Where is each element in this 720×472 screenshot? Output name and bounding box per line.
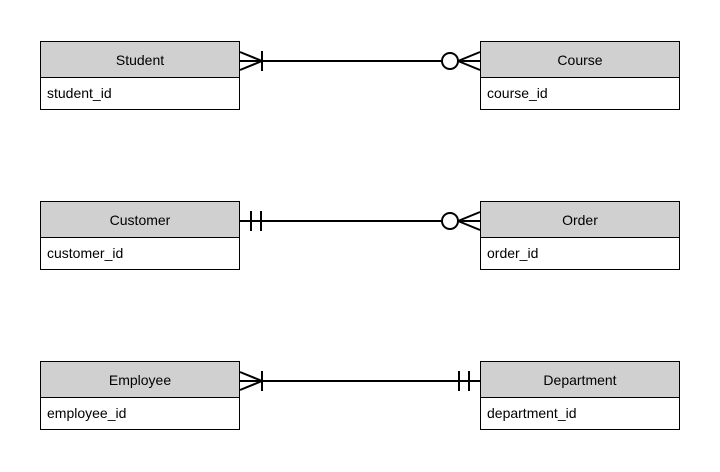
student-course-left-crowsfoot-lower bbox=[239, 60, 263, 71]
entity-attribute-student-id: student_id bbox=[41, 78, 239, 109]
entity-name-student: Student bbox=[41, 42, 239, 78]
entity-attribute-employee-id: employee_id bbox=[41, 398, 239, 429]
entity-name-course: Course bbox=[481, 42, 679, 78]
entity-box-customer[interactable]: Customer customer_id bbox=[40, 201, 240, 270]
entity-name-department: Department bbox=[481, 362, 679, 398]
entity-box-department[interactable]: Department department_id bbox=[480, 361, 680, 430]
student-course-right-crowsfoot-upper bbox=[457, 51, 481, 62]
entity-box-employee[interactable]: Employee employee_id bbox=[40, 361, 240, 430]
entity-name-customer: Customer bbox=[41, 202, 239, 238]
entity-attribute-customer-id: customer_id bbox=[41, 238, 239, 269]
customer-order-right-crowsfoot-lower bbox=[457, 220, 481, 231]
customer-order-right-zero-circle bbox=[441, 212, 459, 230]
student-course-right-zero-circle bbox=[441, 52, 459, 70]
entity-box-student[interactable]: Student student_id bbox=[40, 41, 240, 110]
entity-attribute-department-id: department_id bbox=[481, 398, 679, 429]
entity-name-employee: Employee bbox=[41, 362, 239, 398]
student-course-left-crowsfoot-upper bbox=[239, 51, 263, 62]
entity-name-order: Order bbox=[481, 202, 679, 238]
employee-department-left-crowsfoot-upper bbox=[239, 371, 263, 382]
entity-box-course[interactable]: Course course_id bbox=[480, 41, 680, 110]
employee-department-left-crowsfoot-lower bbox=[239, 380, 263, 391]
entity-box-order[interactable]: Order order_id bbox=[480, 201, 680, 270]
entity-attribute-course-id: course_id bbox=[481, 78, 679, 109]
entity-attribute-order-id: order_id bbox=[481, 238, 679, 269]
customer-order-right-crowsfoot-upper bbox=[457, 211, 481, 222]
student-course-right-crowsfoot-lower bbox=[457, 60, 481, 71]
